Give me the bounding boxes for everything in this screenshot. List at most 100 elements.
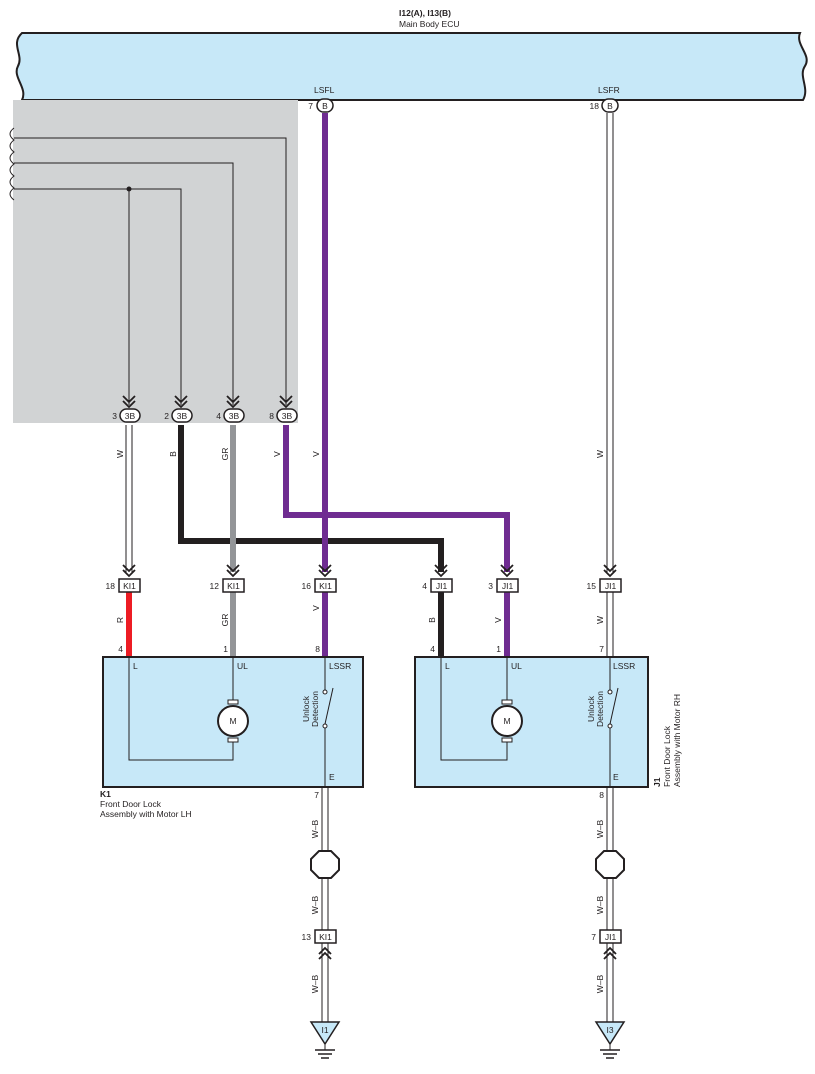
k1-connector-18-num: 18 <box>106 581 116 591</box>
ecu-pin-lsfr-conn: B <box>607 101 613 111</box>
ecu-body <box>15 32 808 101</box>
ecu-pin-lsfr-label: LSFR <box>598 85 620 95</box>
junction-pin-4-num: 4 <box>216 411 221 421</box>
wire-label-b: B <box>168 451 178 457</box>
j1-connector-3-box <box>496 578 519 593</box>
j1-term-l: L <box>445 661 450 671</box>
wire-label-b-lower: B <box>427 617 437 623</box>
ground-point-right-label: I3 <box>606 1025 613 1035</box>
ground-connector-left-box <box>314 929 337 944</box>
j1-term-e: E <box>613 772 619 782</box>
j1-connector-3-conn: JI1 <box>502 581 514 591</box>
j1-term-lssr: LSSR <box>613 661 635 671</box>
splice-octagon-right <box>595 850 625 879</box>
k1-name-1: Front Door Lock <box>100 799 162 809</box>
j1-switch-label-1: Unlock <box>586 695 596 722</box>
ecu-pin-lsfl-conn: B <box>322 101 328 111</box>
wire-label-wb-right-3: W–B <box>595 974 605 993</box>
k1-switch-label-1: Unlock <box>301 695 311 722</box>
j1-term-ul: UL <box>511 661 522 671</box>
j1-box <box>414 656 649 788</box>
j1-connector-4-box <box>430 578 453 593</box>
junction-pin-8-num: 8 <box>269 411 274 421</box>
wires <box>125 113 614 1024</box>
ecu-title: I12(A), I13(B) <box>399 8 451 18</box>
k1-connector-18-conn: KI1 <box>123 581 136 591</box>
gray-panel-area <box>13 100 298 423</box>
k1-connector-16-num: 16 <box>302 581 312 591</box>
ground-point-left-label: I1 <box>321 1025 328 1035</box>
k1-unlock-switch: Unlock Detection <box>301 657 334 787</box>
splice-point <box>126 186 132 192</box>
j1-id: J1 <box>652 777 662 787</box>
ground-right: JI1 7 I3 <box>591 850 626 1059</box>
k1-switch-contact-bottom <box>322 723 328 729</box>
splice-octagon-left <box>310 850 340 879</box>
wire-label-wb-left-1: W–B <box>310 819 320 838</box>
junction-pin-3-pill <box>119 408 141 423</box>
junction-pin-3: 3B 3 <box>112 395 141 423</box>
k1-motor-brush-top <box>227 699 239 705</box>
k1-name-2: Assembly with Motor LH <box>100 809 192 819</box>
wire-label-wb-left-3: W–B <box>310 974 320 993</box>
j1-connector-15-conn: JI1 <box>605 581 617 591</box>
j1-connector-3-num: 3 <box>488 581 493 591</box>
wire-label-r: R <box>115 617 125 623</box>
ground-connector-right-conn: JI1 <box>605 932 617 942</box>
panel-wire-4 <box>14 162 234 405</box>
j1-connector-15-num: 15 <box>587 581 597 591</box>
j1-switch-contact-top <box>607 689 613 695</box>
k1-motor: M <box>217 699 249 743</box>
k1-motor-label: M <box>229 716 236 726</box>
ground-symbol-left <box>315 1044 335 1059</box>
ground-connector-left-conn: KI1 <box>319 932 332 942</box>
ground-point-right <box>594 1021 626 1046</box>
ecu-pin-lsfl: B 7 <box>308 98 334 113</box>
j1-unlock-switch: Unlock Detection <box>586 657 619 787</box>
junction-pin-3-num: 3 <box>112 411 117 421</box>
j1-motor-brush-bottom <box>501 737 513 743</box>
k1-connector-12-num: 12 <box>210 581 220 591</box>
wire-label-gr-lower: GR <box>220 614 230 627</box>
k1-connector-12: KI1 12 <box>210 564 245 593</box>
j1-switch-contact-bottom <box>607 723 613 729</box>
ecu-pin-lsfl-label: LSFL <box>314 85 335 95</box>
junction-pin-4: 3B 4 <box>216 395 245 423</box>
panel-wire-2 <box>14 188 182 405</box>
k1-term-lssr: LSSR <box>329 661 351 671</box>
j1-connector-4-conn: JI1 <box>436 581 448 591</box>
wire-label-w-lower-right: W <box>595 616 605 624</box>
k1-connector-18: KI1 18 <box>106 564 141 593</box>
j1-motor-label: M <box>503 716 510 726</box>
k1-term-e: E <box>329 772 335 782</box>
ground-point-left <box>309 1021 341 1046</box>
ecu-pin-lsfl-num: 7 <box>308 101 313 111</box>
panel-wire-8 <box>14 137 287 405</box>
j1-connector-3: JI1 3 <box>488 564 519 593</box>
junction-pin-4-pill <box>223 408 245 423</box>
k1-id: K1 <box>100 789 111 799</box>
k1-switch-contact-top <box>322 689 328 695</box>
j1-motor-icon <box>491 705 523 737</box>
ecu-pin-lsfr: B 18 <box>590 98 619 113</box>
junction-pin-4-conn: 3B <box>229 411 240 421</box>
j1-motor: M <box>491 699 523 743</box>
wire-label-wb-right-1: W–B <box>595 819 605 838</box>
ground-connector-left-num: 13 <box>302 932 312 942</box>
j1-name-2: Assembly with Motor RH <box>672 694 682 787</box>
j1-connector-15: JI1 15 <box>587 564 622 593</box>
j1-switch-label-2: Detection <box>595 691 605 727</box>
k1-switch-lever <box>324 687 334 725</box>
j1-connector-4: JI1 4 <box>422 564 453 593</box>
junction-pin-8-pill <box>276 408 298 423</box>
k1-door-lock: 4 1 8 L UL LSSR E M Unlock Detection 7 K… <box>100 644 364 819</box>
k1-connector-16-conn: KI1 <box>319 581 332 591</box>
k1-motor-brush-bottom <box>227 737 239 743</box>
wire-label-gr: GR <box>220 448 230 461</box>
junction-pin-3-conn: 3B <box>125 411 136 421</box>
wire-label-w-lsfr: W <box>595 450 605 458</box>
k1-term-ul: UL <box>237 661 248 671</box>
j1-motor-brush-top <box>501 699 513 705</box>
k1-term-l: L <box>133 661 138 671</box>
